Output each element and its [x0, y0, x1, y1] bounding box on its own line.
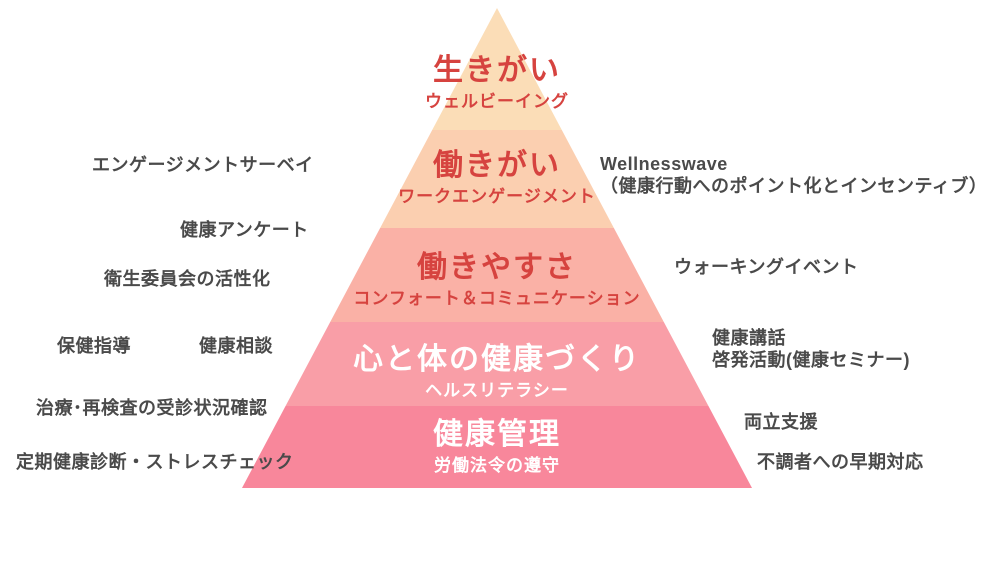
awareness-activity: 啓発活動(健康セミナー) [712, 350, 910, 370]
annotation-wellnesswave: Wellnesswave （健康行動へのポイント化とインセンティブ） [600, 153, 987, 197]
annotation-walking-event: ウォーキングイベント [674, 257, 859, 277]
pyramid-level-4-band [242, 322, 752, 406]
annotation-health-consultation: 健康相談 [199, 336, 273, 356]
annotation-periodic-checkup-stresscheck: 定期健康診断・ストレスチェック [16, 452, 294, 472]
wellnesswave-title: Wellnesswave [600, 154, 728, 174]
wellnesswave-detail: （健康行動へのポイント化とインセンティブ） [600, 176, 988, 196]
annotation-health-questionnaire: 健康アンケート [180, 220, 309, 240]
health-lecture: 健康講話 [712, 328, 786, 348]
pyramid [242, 8, 752, 488]
pyramid-level-1-band [242, 8, 752, 130]
annotation-engagement-survey: エンゲージメントサーベイ [92, 155, 314, 175]
annotation-health-lecture-block: 健康講話 啓発活動(健康セミナー) [712, 327, 910, 371]
annotation-safety-committee: 衛生委員会の活性化 [104, 269, 271, 289]
pyramid-level-5-band [242, 406, 752, 488]
annotation-work-life-support: 両立支援 [744, 412, 818, 432]
annotation-early-response: 不調者への早期対応 [757, 452, 924, 472]
annotation-treatment-followup: 治療･再検査の受診状況確認 [36, 398, 268, 418]
annotation-health-guidance: 保健指導 [57, 336, 131, 356]
